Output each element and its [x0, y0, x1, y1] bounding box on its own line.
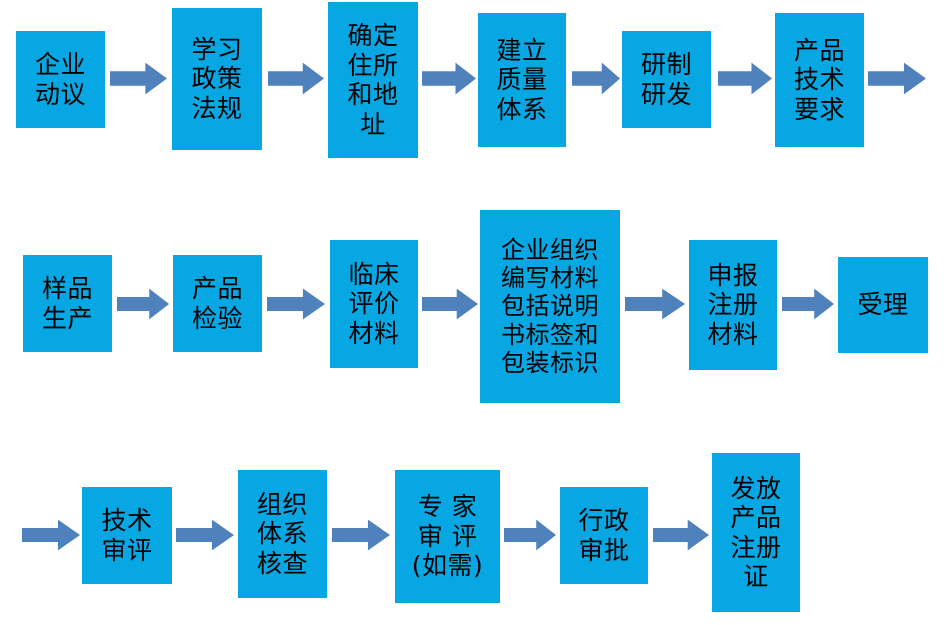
box-zhuanjia-shenping[interactable]: 专 家 审 评 (如需)	[395, 470, 500, 603]
flow-arrow-icon	[332, 519, 390, 551]
box-fafang-zhuce-zheng[interactable]: 发放 产品 注册 证	[712, 453, 800, 612]
flow-arrow-icon	[117, 288, 169, 320]
box-chanpin-jishu[interactable]: 产品 技术 要求	[775, 13, 864, 147]
flow-box-label: 企业 动议	[34, 50, 86, 109]
box-zuzhi-tixi-hecha[interactable]: 组织 体系 核查	[238, 470, 327, 598]
flow-box-label: 行政 审批	[578, 506, 630, 565]
flow-arrow-icon	[718, 62, 772, 95]
flow-box-label: 组织 体系 核查	[256, 489, 308, 578]
flow-arrow-icon	[868, 62, 926, 95]
flow-box-label: 产品 技术 要求	[793, 35, 845, 124]
flow-box-label: 临床 评价 材料	[348, 259, 400, 348]
flow-box-label: 建立 质量 体系	[496, 35, 548, 124]
box-xingzheng-shenpi[interactable]: 行政 审批	[560, 487, 648, 584]
flow-box-label: 发放 产品 注册 证	[730, 473, 782, 592]
flow-arrow-icon	[422, 288, 478, 320]
box-shouli[interactable]: 受理	[838, 257, 928, 353]
box-chanpin-jianyan[interactable]: 产品 检验	[173, 255, 262, 352]
flow-box-label: 确定 住所 和地 址	[347, 21, 399, 139]
flow-box-label: 专 家 审 评 (如需)	[411, 492, 484, 581]
flow-box-label: 技术 审评	[101, 506, 153, 565]
box-qiye-zuzhi-bianxie[interactable]: 企业组织 编写材料 包括说明 书标签和 包装标识	[480, 210, 620, 403]
box-qiye-dongyi[interactable]: 企业 动议	[16, 31, 105, 128]
flow-arrow-icon	[22, 519, 80, 551]
flow-arrow-icon	[504, 519, 556, 551]
flow-arrow-icon	[268, 62, 324, 95]
flow-arrow-icon	[422, 62, 476, 95]
flow-arrow-icon	[267, 288, 325, 320]
flow-arrow-icon	[625, 288, 685, 320]
flow-arrow-icon	[572, 62, 620, 95]
flow-arrow-icon	[176, 519, 234, 551]
box-queding-zhusuo[interactable]: 确定 住所 和地 址	[328, 2, 418, 158]
box-linchuang-pingjia[interactable]: 临床 评价 材料	[330, 240, 418, 368]
box-jianli-zhiliang[interactable]: 建立 质量 体系	[478, 13, 566, 147]
box-yanzhi-yanfa[interactable]: 研制 研发	[622, 31, 711, 128]
flow-box-label: 学习 政策 法规	[191, 34, 243, 123]
box-xuexi-zhengce[interactable]: 学习 政策 法规	[172, 8, 262, 150]
flow-box-label: 产品 检验	[191, 274, 243, 333]
flow-arrow-icon	[782, 288, 834, 320]
flow-arrow-icon	[110, 62, 167, 95]
flow-box-label: 企业组织 编写材料 包括说明 书标签和 包装标识	[501, 235, 599, 377]
box-jishu-shenping[interactable]: 技术 审评	[82, 487, 172, 584]
flow-box-label: 申报 注册 材料	[707, 260, 759, 349]
flow-box-label: 样品 生产	[41, 274, 93, 333]
flow-box-label: 受理	[857, 290, 909, 320]
box-shenbao-zhuce[interactable]: 申报 注册 材料	[689, 240, 777, 370]
flow-arrow-icon	[653, 519, 709, 551]
flow-box-label: 研制 研发	[640, 50, 692, 109]
box-yangpin-shengchan[interactable]: 样品 生产	[23, 255, 112, 352]
